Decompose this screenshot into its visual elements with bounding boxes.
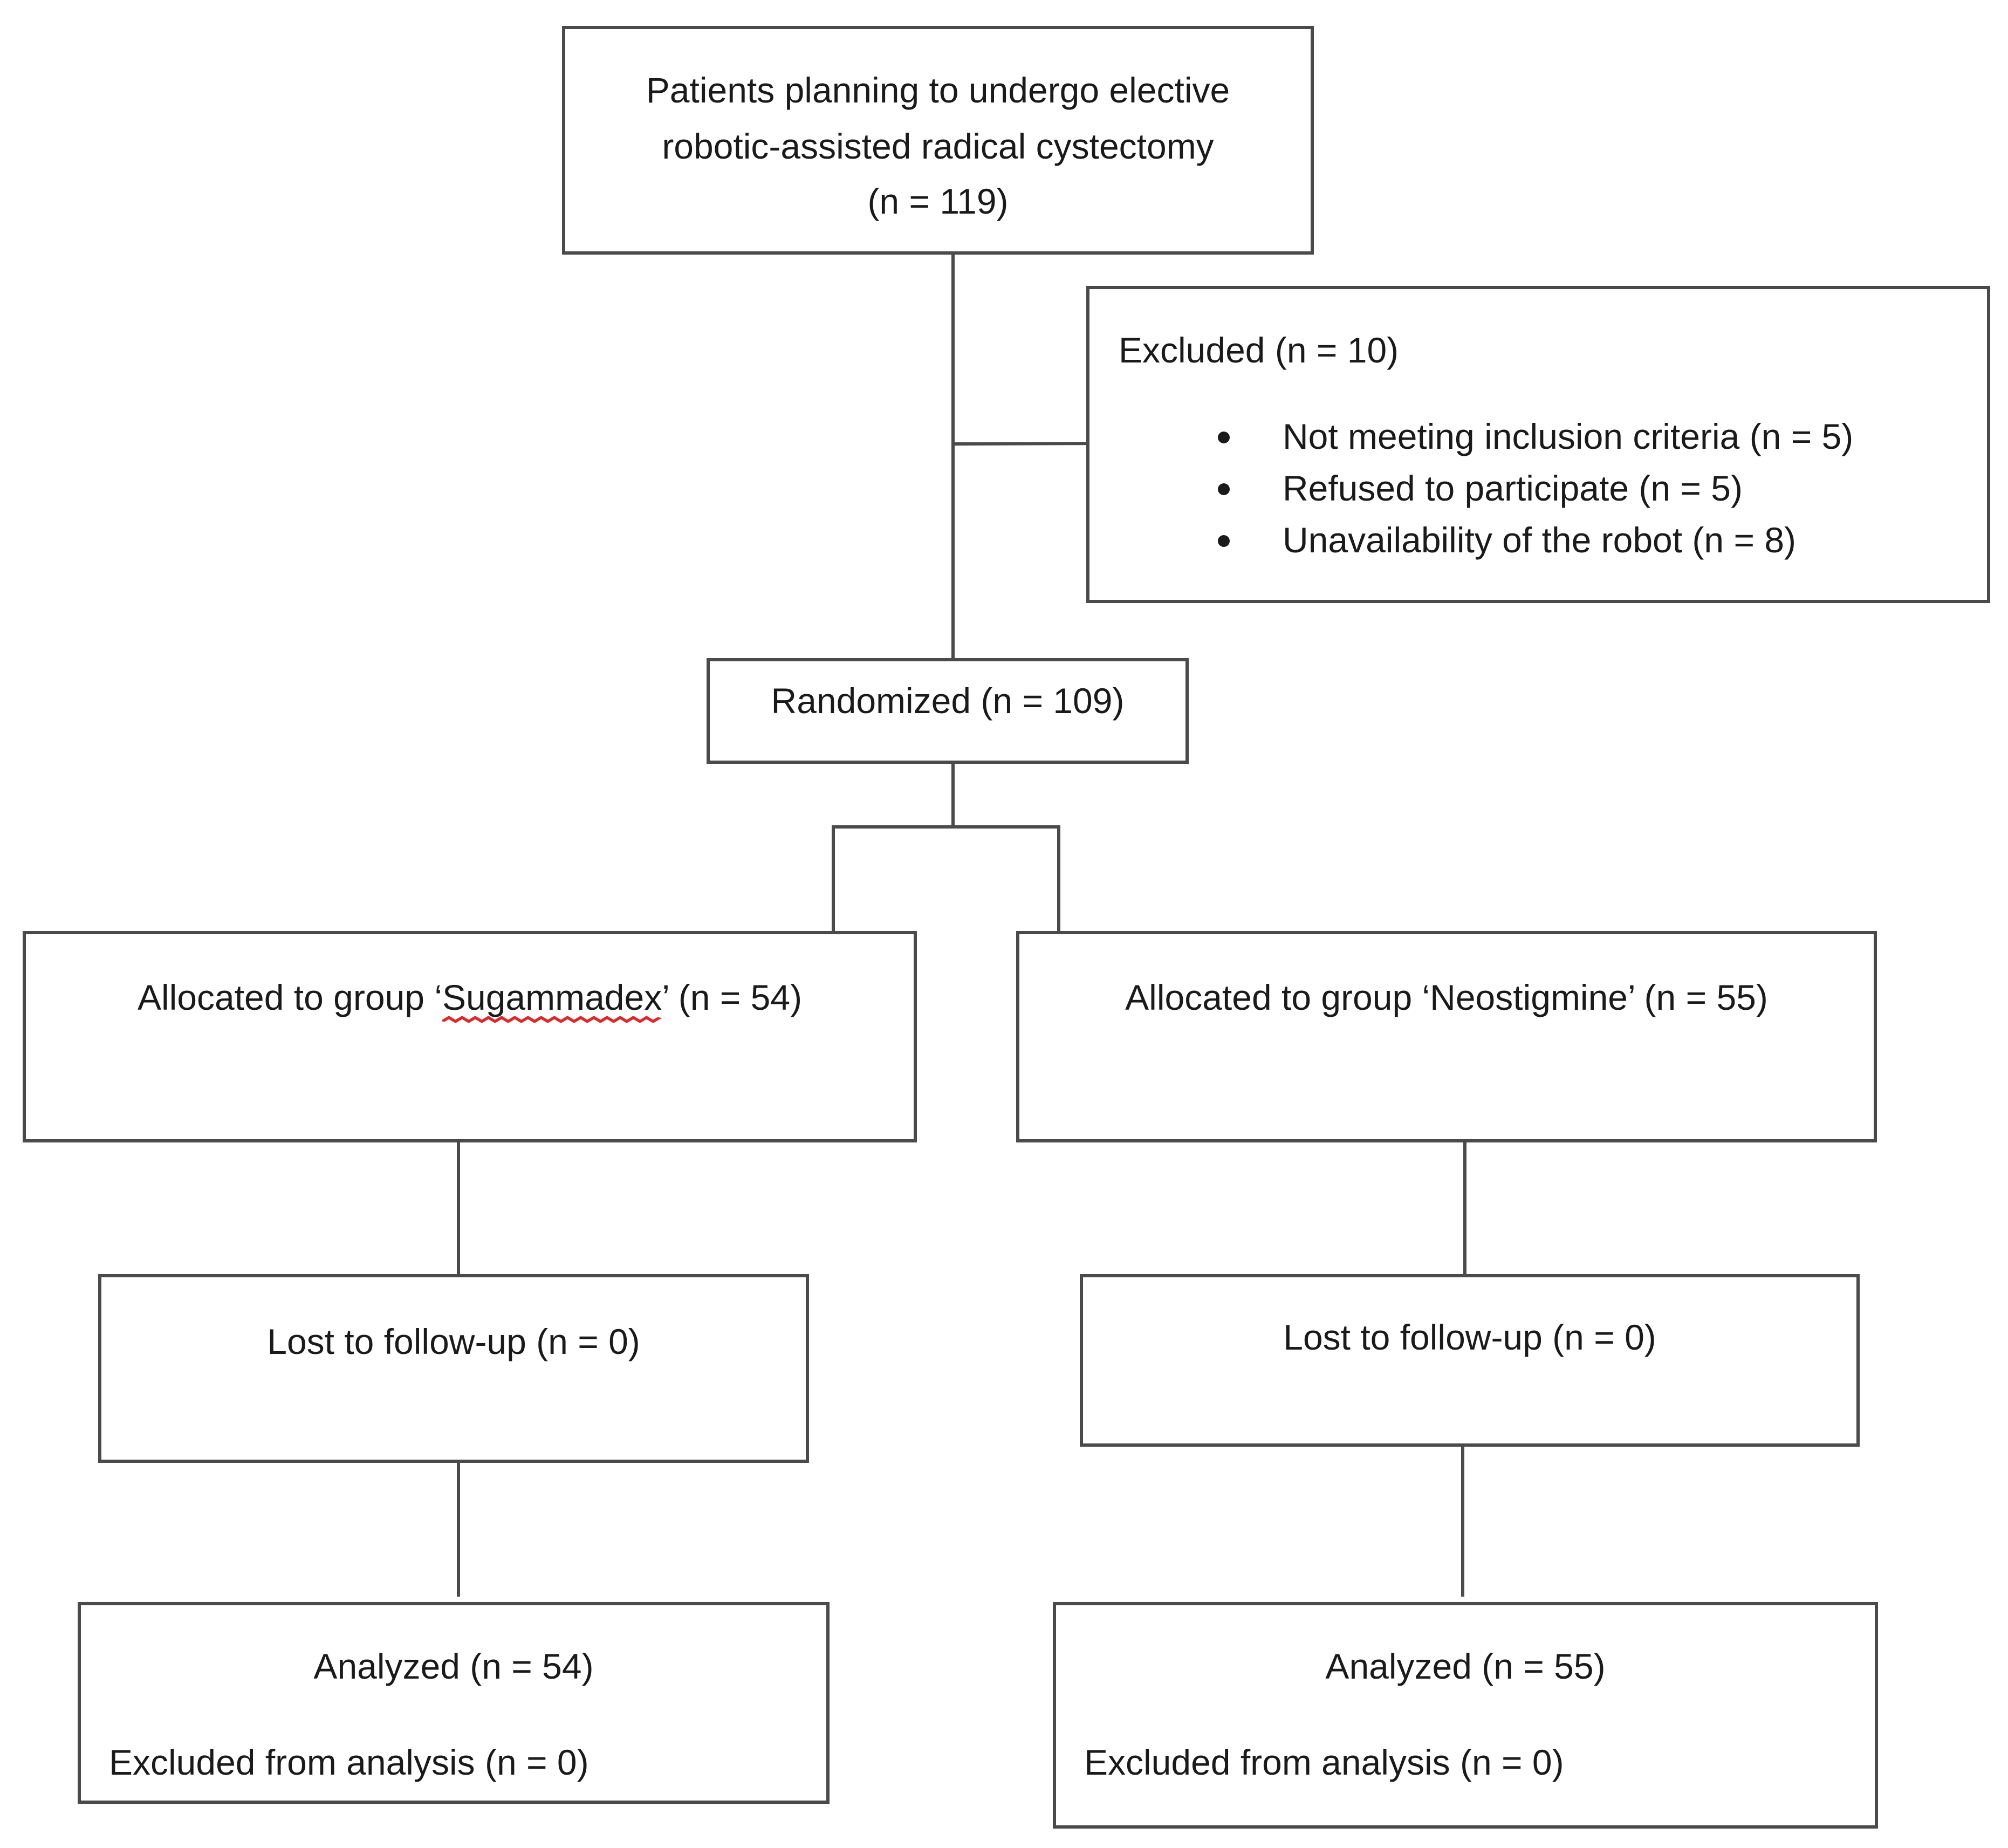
spellcheck-squiggle-icon: [442, 1016, 662, 1023]
lost-followup-right-label: Lost to follow-up (n = 0): [1283, 1317, 1656, 1357]
lost-followup-left-label: Lost to follow-up (n = 0): [267, 1322, 640, 1361]
analyzed-left-box: Analyzed (n = 54) Excluded from analysis…: [78, 1602, 830, 1804]
connector-split-left: [832, 825, 835, 933]
enrollment-line-1: Patients planning to undergo elective: [646, 70, 1230, 110]
allocated-suffix: ’ (n = 54): [662, 977, 803, 1017]
lost-followup-right-box: Lost to follow-up (n = 0): [1080, 1274, 1860, 1447]
excluded-title: Excluded (n = 10): [1119, 330, 1399, 370]
excluded-analysis-right-label: Excluded from analysis (n = 0): [1084, 1742, 1564, 1782]
excluded-reason-2: Refused to participate (n = 5): [1283, 468, 1743, 508]
analyzed-right-box: Analyzed (n = 55) Excluded from analysis…: [1053, 1602, 1878, 1829]
bullet-icon: [1218, 432, 1230, 443]
connector-left-allocated-to-lost: [457, 1138, 460, 1274]
bullet-icon: [1218, 535, 1230, 547]
drug-name-sugammadex: Sugammadex: [442, 977, 662, 1023]
connector-split-horizontal: [832, 825, 1060, 829]
connector-randomized-down: [951, 761, 955, 829]
excluded-analysis-left-label: Excluded from analysis (n = 0): [109, 1742, 589, 1782]
excluded-box: Excluded (n = 10) Not meeting inclusion …: [1086, 286, 1990, 603]
allocated-sugammadex-box: Allocated to group ‘Sugammadex’ (n = 54): [23, 931, 917, 1142]
lost-followup-left-box: Lost to follow-up (n = 0): [98, 1274, 809, 1463]
connector-left-lost-to-analyzed: [457, 1462, 460, 1597]
connector-enrollment-to-randomized: [951, 252, 955, 658]
connector-right-lost-to-analyzed: [1461, 1446, 1464, 1597]
enrollment-box: Patients planning to undergo elective ro…: [562, 26, 1314, 255]
bullet-icon: [1218, 483, 1230, 495]
enrollment-line-2: robotic-assisted radical cystectomy: [662, 126, 1214, 166]
allocated-prefix: Allocated to group ‘: [137, 977, 442, 1017]
randomized-label: Randomized (n = 109): [771, 681, 1125, 721]
enrollment-count: (n = 119): [867, 181, 1009, 221]
allocated-neostigmine-label: Allocated to group ‘Neostigmine’ (n = 55…: [1125, 977, 1768, 1017]
allocated-sugammadex-label: Allocated to group ‘Sugammadex’ (n = 54): [26, 977, 914, 1023]
connector-split-right: [1057, 825, 1060, 933]
analyzed-left-label: Analyzed (n = 54): [313, 1646, 594, 1686]
analyzed-right-label: Analyzed (n = 55): [1325, 1646, 1606, 1686]
connector-right-allocated-to-lost: [1463, 1138, 1466, 1274]
excluded-reason-3: Unavailability of the robot (n = 8): [1283, 520, 1797, 560]
randomized-box: Randomized (n = 109): [707, 658, 1189, 764]
connector-to-excluded-box: [951, 442, 1090, 446]
allocated-neostigmine-box: Allocated to group ‘Neostigmine’ (n = 55…: [1016, 931, 1877, 1142]
drug-name-text: Sugammadex: [442, 977, 662, 1017]
excluded-reason-1: Not meeting inclusion criteria (n = 5): [1283, 416, 1854, 456]
